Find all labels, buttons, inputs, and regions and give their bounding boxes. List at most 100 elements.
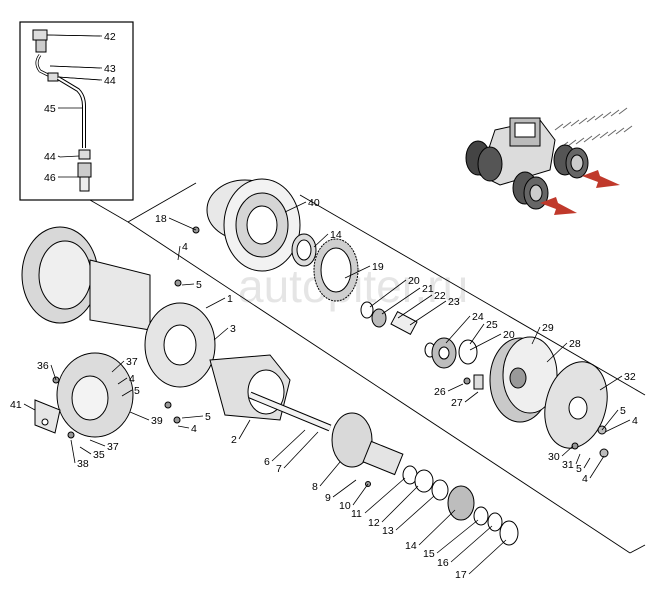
leader-5a	[181, 283, 195, 286]
label-13: 13	[382, 525, 394, 537]
leader-17	[468, 539, 507, 575]
leader-5b	[121, 389, 133, 397]
leader-23	[409, 300, 447, 326]
leader-36	[50, 364, 57, 381]
leader-32	[599, 375, 623, 391]
label-25: 25	[486, 319, 498, 331]
axle-shaft-6	[248, 391, 332, 432]
label-31: 31	[562, 459, 574, 471]
leader-2	[238, 419, 251, 440]
leader-37a	[111, 360, 125, 373]
label-27: 27	[451, 397, 463, 409]
label-32: 32	[624, 371, 636, 383]
label-30: 30	[548, 451, 560, 463]
leader-10	[352, 483, 369, 506]
leader-5d	[601, 409, 619, 431]
leader-7	[283, 431, 319, 469]
label-41: 41	[10, 399, 22, 411]
assembly-boundary	[127, 182, 646, 554]
leader-30	[561, 445, 574, 457]
label-3: 3	[230, 323, 236, 335]
leader-1	[205, 297, 226, 309]
hub-housing-40	[206, 178, 301, 272]
label-4e: 4	[582, 473, 588, 485]
flange-8	[331, 412, 404, 476]
label-35: 35	[93, 449, 105, 461]
label-20b: 20	[503, 329, 515, 341]
label-5d: 5	[620, 405, 626, 417]
label-26: 26	[434, 386, 446, 398]
seal-14-upper	[291, 233, 317, 267]
label-11: 11	[351, 508, 362, 520]
leader-4d	[604, 419, 631, 433]
label-4a: 4	[182, 241, 188, 253]
label-4c: 4	[191, 423, 197, 435]
label-5a: 5	[196, 279, 202, 291]
ring-gear-19	[313, 238, 359, 302]
label-2: 2	[231, 434, 237, 446]
label-44b: 44	[44, 151, 56, 163]
label-7: 7	[276, 463, 282, 475]
label-36: 36	[37, 360, 49, 372]
leader-22	[397, 294, 433, 319]
label-10: 10	[339, 500, 351, 512]
leader-42	[46, 34, 103, 37]
bearing-rings-11-17	[402, 465, 519, 546]
label-37b: 37	[107, 441, 119, 453]
planet-gear-24	[424, 337, 478, 369]
label-16: 16	[437, 557, 449, 569]
tractor-location-icon	[465, 107, 633, 215]
label-24: 24	[472, 311, 484, 323]
leader-4a	[177, 245, 181, 261]
leader-6	[271, 429, 306, 462]
leader-14a	[313, 233, 329, 248]
leader-5e	[583, 457, 591, 469]
label-4d: 4	[632, 415, 638, 427]
label-37a: 37	[126, 356, 138, 368]
leader-20a	[369, 279, 407, 308]
leader-44a	[57, 76, 103, 81]
label-40: 40	[308, 197, 320, 209]
leader-24	[445, 315, 471, 344]
leader-9	[332, 479, 357, 498]
label-28: 28	[569, 338, 581, 350]
label-5c: 5	[205, 411, 211, 423]
leader-lines	[23, 34, 631, 575]
leader-14b	[418, 509, 456, 546]
label-19: 19	[372, 261, 384, 273]
label-1: 1	[227, 293, 233, 305]
leader-35	[79, 446, 92, 455]
bolt-bracket-26-27	[463, 374, 484, 390]
leader-28	[546, 342, 568, 363]
leader-38	[70, 439, 76, 464]
inset-brake-line	[19, 21, 134, 223]
leader-25	[469, 323, 485, 345]
drive-motor	[21, 226, 151, 331]
label-17: 17	[455, 569, 467, 581]
label-44a: 44	[104, 75, 116, 87]
leader-18	[168, 217, 197, 231]
label-15: 15	[423, 548, 435, 560]
label-39: 39	[151, 415, 163, 427]
leader-8	[319, 461, 341, 487]
leader-40	[284, 201, 307, 213]
label-20a: 20	[408, 275, 420, 287]
label-14a: 14	[330, 229, 342, 241]
label-38: 38	[77, 458, 89, 470]
label-12: 12	[368, 517, 380, 529]
leader-13	[395, 495, 435, 531]
leader-11	[364, 477, 406, 514]
cover-plate-32	[544, 361, 608, 449]
leader-41	[23, 403, 36, 411]
leader-37b	[89, 439, 106, 447]
label-46: 46	[44, 172, 56, 184]
leader-19	[344, 265, 371, 279]
label-21: 21	[422, 283, 434, 295]
label-5e: 5	[576, 463, 582, 475]
label-14b: 14	[405, 540, 417, 552]
leader-27	[464, 391, 479, 403]
bracket-41	[34, 399, 61, 434]
label-23: 23	[448, 296, 460, 308]
